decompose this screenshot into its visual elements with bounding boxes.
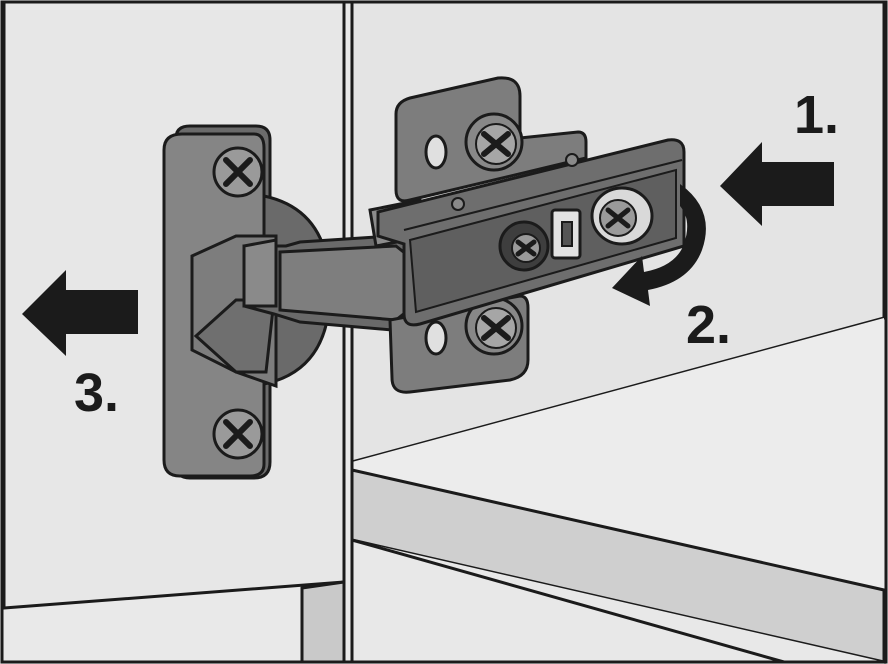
- arrow-right-icon: [720, 142, 834, 226]
- door-edge: [300, 580, 346, 664]
- step-2-label: 2.: [686, 295, 732, 355]
- hinge-arm: [376, 138, 686, 327]
- hinge-link: [242, 198, 430, 332]
- rotate-arrow-icon: [612, 184, 706, 306]
- step-1-label: 1.: [794, 85, 840, 145]
- screw-icon: [498, 220, 550, 272]
- screw-icon: [590, 186, 654, 246]
- screw-icon: [212, 408, 264, 460]
- screw-icon: [464, 296, 524, 356]
- arrow-left-icon: [22, 270, 138, 356]
- step-3-label: 3.: [74, 363, 120, 423]
- screw-icon: [212, 146, 264, 198]
- screw-icon: [464, 112, 524, 172]
- mounting-plate: [162, 124, 332, 480]
- lower-cabinet: [352, 540, 884, 662]
- shelf-top: [352, 318, 884, 590]
